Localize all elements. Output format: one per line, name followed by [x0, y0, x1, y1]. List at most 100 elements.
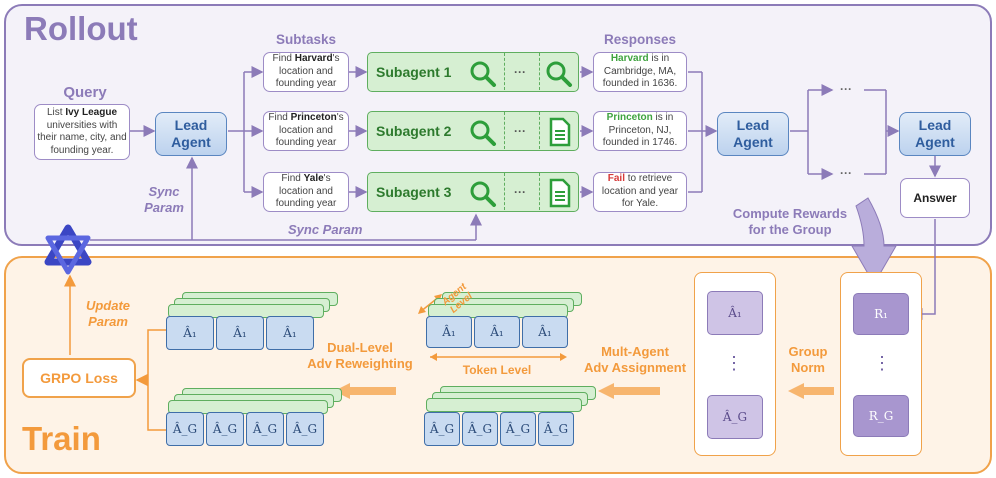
- adv-cell-ag: Â_G: [166, 412, 204, 446]
- compute-rewards-line1: Compute Rewards: [732, 206, 848, 221]
- grpo-loss-box: GRPO Loss: [22, 358, 136, 398]
- subtask-1: Find Harvard's location and founding yea…: [263, 52, 349, 92]
- responses-header: Responses: [603, 32, 677, 47]
- subagent-3-label: Subagent 3: [376, 184, 452, 200]
- assigned-stack-bottom: Â_G Â_G Â_G Â_G: [418, 386, 608, 450]
- response-2-rest: is in Princeton, NJ, founded in 1746.: [602, 112, 678, 149]
- subtask-1-suffix: 's location and founding year: [275, 53, 340, 90]
- update-param-label: Update Param: [76, 298, 140, 330]
- lead-agent-2-line2: Agent: [733, 134, 773, 150]
- search-icon: [546, 61, 572, 87]
- search-icon: [470, 120, 496, 146]
- query-bold: Ivy League: [65, 107, 118, 118]
- sync-param-left: Sync Param: [140, 184, 188, 216]
- subagent-2-ellipsis: ···: [514, 124, 526, 138]
- sync-param-left-line1: Sync: [148, 184, 180, 199]
- subtask-3: Find Yale's location and founding year: [263, 172, 349, 212]
- subagent-1: Subagent 1 ···: [367, 52, 579, 92]
- subagent-3-separator: [504, 173, 540, 210]
- lead-agent-1-line2: Agent: [171, 134, 211, 150]
- response-3-lead: Fail: [607, 173, 625, 185]
- adv-cell-ag: Â_G: [424, 412, 460, 446]
- reward-g: R_G: [853, 395, 909, 437]
- subtask-3-bold: Yale: [303, 173, 324, 185]
- reweighted-stack-top: Â₁ Â₁ Â₁: [160, 292, 340, 356]
- adv-cell-ag: Â_G: [500, 412, 536, 446]
- dual-level-line2: Adv Reweighting: [307, 356, 413, 371]
- lead-agent-3-line1: Lead: [918, 117, 952, 133]
- adv-cell-a1: Â₁: [474, 316, 520, 348]
- subtask-3-suffix: 's location and founding year: [275, 173, 337, 210]
- group-norm-line2: Norm: [791, 360, 825, 375]
- stack-layer: [426, 398, 582, 412]
- subagent-1-ellipsis: ···: [514, 65, 526, 79]
- group-norm-label: Group Norm: [778, 344, 838, 376]
- mult-agent-label: Mult-Agent Adv Assignment: [580, 344, 690, 376]
- assigned-stack-top: Â₁ Â₁ Â₁: [420, 292, 600, 356]
- lead-agent-3-line2: Agent: [915, 134, 955, 150]
- subagent-1-label: Subagent 1: [376, 64, 452, 80]
- query-prefix: List: [46, 107, 66, 118]
- dual-level-label: Dual-Level Adv Reweighting: [300, 340, 420, 372]
- document-icon: [549, 178, 571, 208]
- adv-cell-ag: Â_G: [462, 412, 498, 446]
- document-icon: [549, 117, 571, 147]
- rollout-dots-bottom: ···: [840, 166, 852, 180]
- mult-agent-line2: Adv Assignment: [583, 360, 687, 375]
- adv-cell-a1: Â₁: [216, 316, 264, 350]
- response-2-lead: Princeton: [606, 112, 653, 124]
- adv-cell-a1: Â₁: [522, 316, 568, 348]
- subtasks-header: Subtasks: [275, 32, 337, 47]
- lead-agent-1-line1: Lead: [174, 117, 208, 133]
- norm-adv-g: Â_G: [707, 395, 763, 439]
- sync-param-left-line2: Param: [144, 200, 184, 215]
- reweighted-stack-bottom: Â_G Â_G Â_G Â_G: [160, 388, 350, 452]
- lead-agent-2: Lead Agent: [717, 112, 789, 156]
- lead-agent-3: Lead Agent: [899, 112, 971, 156]
- query-header: Query: [63, 84, 107, 101]
- response-1-lead: Harvard: [610, 53, 649, 65]
- train-title: Train: [22, 420, 101, 457]
- adv-cell-a1: Â₁: [266, 316, 314, 350]
- rollout-dots-top: ···: [840, 82, 852, 96]
- subtask-2-bold: Princeton: [290, 112, 337, 124]
- normalized-adv-card: Â₁ ⋮ Â_G: [694, 272, 776, 456]
- reward-1: R₁: [853, 293, 909, 335]
- subtask-3-prefix: Find: [281, 173, 304, 185]
- subagent-2: Subagent 2 ···: [367, 111, 579, 151]
- adv-cell-a1: Â₁: [426, 316, 472, 348]
- group-norm-line1: Group: [788, 344, 828, 359]
- logo-icon: [44, 224, 92, 275]
- response-1: Harvard is in Cambridge, MA, founded in …: [593, 52, 687, 92]
- reward-vdots: ⋮: [873, 353, 891, 373]
- adv-cell-ag: Â_G: [206, 412, 244, 446]
- rewards-card: R₁ ⋮ R_G: [840, 272, 922, 456]
- adv-cell-ag: Â_G: [246, 412, 284, 446]
- subtask-2-suffix: 's location and founding year: [275, 112, 344, 149]
- response-1-rest: is in Cambridge, MA, founded in 1636.: [602, 53, 678, 90]
- rollout-title: Rollout: [24, 10, 138, 47]
- adv-cell-ag: Â_G: [286, 412, 324, 446]
- query-rest: universities with their name, city, and …: [37, 119, 127, 156]
- compute-rewards-label: Compute Rewards for the Group: [720, 206, 860, 238]
- token-level-label: Token Level: [462, 363, 532, 377]
- answer-box: Answer: [900, 178, 970, 218]
- query-box: List Ivy League universities with their …: [34, 104, 130, 160]
- subagent-3-ellipsis: ···: [514, 185, 526, 199]
- sync-param-bottom: Sync Param: [288, 222, 363, 237]
- subagent-2-separator: [504, 112, 540, 149]
- norm-adv-1: Â₁: [707, 291, 763, 335]
- subtask-1-bold: Harvard: [294, 53, 333, 65]
- compute-rewards-line2: for the Group: [748, 222, 832, 237]
- adv-cell-ag: Â_G: [538, 412, 574, 446]
- subtask-2-prefix: Find: [268, 112, 291, 124]
- norm-adv-vdots: ⋮: [725, 353, 743, 373]
- adv-cell-a1: Â₁: [166, 316, 214, 350]
- lead-agent-2-line1: Lead: [736, 117, 770, 133]
- subagent-2-label: Subagent 2: [376, 123, 452, 139]
- dual-level-line1: Dual-Level: [327, 340, 393, 355]
- lead-agent-1: Lead Agent: [155, 112, 227, 156]
- response-3: Fail to retrieve location and year for Y…: [593, 172, 687, 212]
